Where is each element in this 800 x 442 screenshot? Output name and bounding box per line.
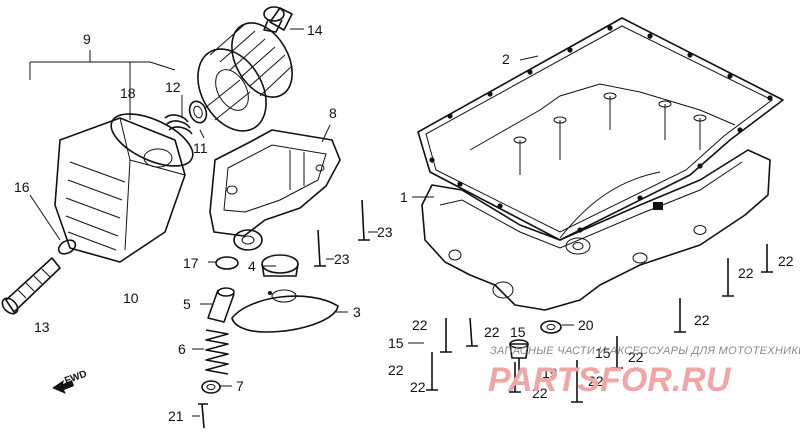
oil-pan-gasket — [417, 17, 784, 241]
bolts-23 — [314, 199, 370, 267]
label-13: 13 — [34, 319, 50, 335]
seal-4 — [261, 254, 299, 277]
label-10: 10 — [123, 290, 139, 306]
forward-direction-indicator: FWD — [52, 369, 88, 394]
pipe-5 — [207, 287, 235, 323]
label-23a: 23 — [377, 224, 393, 240]
strainer-housing — [209, 129, 341, 251]
oil-filter-element — [54, 117, 186, 263]
label-16: 16 — [14, 179, 30, 195]
part-numbers: 9 18 12 11 16 10 13 14 8 17 4 5 3 6 7 21… — [14, 22, 794, 424]
oil-filter-cartridge — [197, 7, 293, 132]
label-22b: 22 — [484, 324, 500, 340]
oil-strainer-screen — [231, 289, 339, 333]
label-22-right: 22 — [778, 253, 794, 269]
washer-11 — [188, 100, 208, 124]
label-17: 17 — [183, 255, 199, 271]
label-2: 2 — [502, 51, 510, 67]
label-5: 5 — [183, 296, 191, 312]
label-20: 20 — [578, 317, 594, 333]
fwd-label: FWD — [63, 369, 88, 387]
label-7: 7 — [236, 378, 244, 394]
label-22d: 22 — [628, 349, 644, 365]
drain-parts — [509, 320, 562, 376]
label-9: 9 — [83, 31, 91, 47]
label-12: 12 — [165, 79, 181, 95]
center-bolt-13 — [1, 257, 61, 315]
o-ring-18 — [110, 113, 194, 167]
label-4: 4 — [248, 258, 256, 274]
label-21: 21 — [168, 408, 184, 424]
label-6: 6 — [178, 341, 186, 357]
label-18: 18 — [120, 85, 136, 101]
label-22i: 22 — [738, 265, 754, 281]
label-22a: 22 — [412, 317, 428, 333]
bolt-14 — [263, 6, 285, 33]
label-22c: 22 — [388, 362, 404, 378]
spring-12 — [164, 114, 193, 135]
label-11: 11 — [193, 140, 208, 156]
label-14: 14 — [307, 22, 323, 38]
leader-lines — [29, 28, 574, 417]
bolt-21 — [198, 403, 208, 429]
label-15a: 15 — [388, 335, 404, 351]
label-15b: 15 — [510, 324, 526, 340]
label-1: 1 — [400, 189, 408, 205]
watermark-tagline: ЗАПАСНЫЕ ЧАСТИ И АКСЕССУАРЫ ДЛЯ МОТОТЕХН… — [490, 345, 800, 357]
label-22g: 22 — [588, 373, 604, 389]
watermark: ЗАПАСНЫЕ ЧАСТИ И АКСЕССУАРЫ ДЛЯ МОТОТЕХН… — [488, 345, 800, 399]
label-3: 3 — [353, 304, 361, 320]
label-19: 19 — [542, 365, 558, 381]
bolts-22 — [426, 244, 773, 403]
label-22f: 22 — [532, 385, 548, 401]
label-8: 8 — [329, 105, 337, 121]
label-22e: 22 — [410, 379, 426, 395]
label-22h: 22 — [694, 312, 710, 328]
watermark-brand: PARTSFOR.RU — [488, 361, 732, 399]
o-ring-16 — [57, 239, 77, 255]
label-23b: 23 — [334, 251, 350, 267]
washer-7 — [201, 380, 221, 394]
relief-spring-6 — [205, 329, 229, 375]
oil-pan — [421, 83, 771, 311]
o-ring-17 — [215, 256, 239, 270]
label-15c: 15 — [595, 345, 611, 361]
